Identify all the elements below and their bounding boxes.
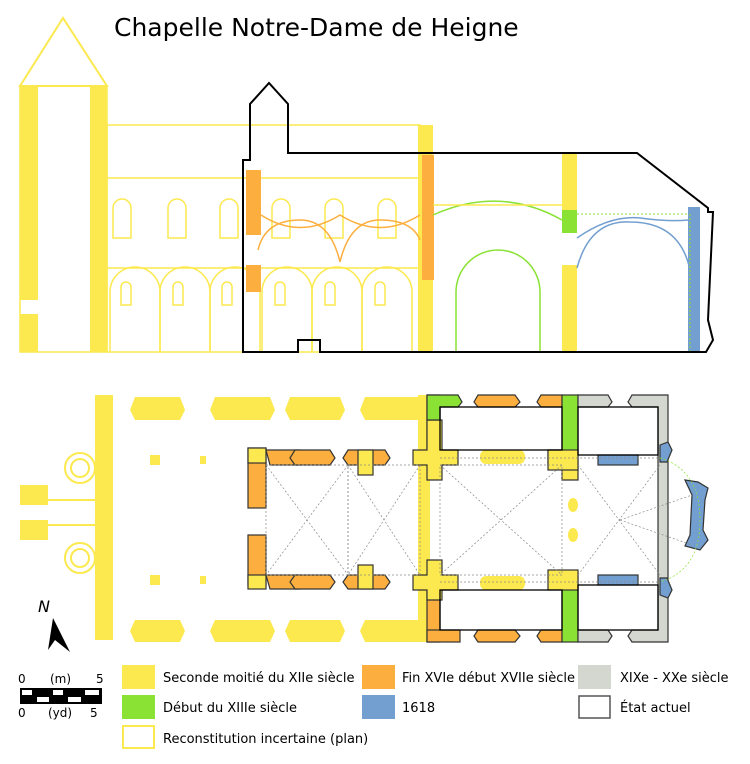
legend-label: Seconde moitié du XIIe siècle [163,671,355,686]
legend-swatch-yellow [122,665,155,689]
legend-label: Fin XVIe début XVIIe siècle [402,671,575,686]
legend-label: État actuel [620,700,691,716]
north-arrow: N [38,597,70,652]
choir-pier-yellow-lower [562,265,577,352]
tower-roof [18,16,109,87]
romanesque-nave-plan [20,395,430,642]
plan-walls [247,394,709,643]
transept-pier-orange [422,155,434,280]
scale-yd-0: 0 [18,706,26,720]
legend-label: Reconstitution incertaine (plan) [163,732,368,747]
legend-swatch-gray [578,665,611,689]
diagram-title: Chapelle Notre-Dame de Heigne [114,13,519,42]
crossing-yellow-ghosts [480,450,578,590]
legend-label: XIXe - XXe siècle [620,671,729,686]
west-apse-reconstruction [40,452,96,574]
scale-yd-5: 5 [90,706,98,720]
elevation-view [18,16,715,353]
nave-pier-orange [246,170,261,235]
tower-wall-right [90,86,107,352]
apse-pier-blue [688,207,700,352]
north-arrow-icon [48,618,70,652]
current-state-plan-outline [439,406,659,631]
vault-green [432,200,563,221]
legend: Seconde moitié du XIIe siècle Début du X… [122,665,729,749]
scale-bar: 0 (m) 5 0 (yd) 5 [18,672,104,720]
choir-pier-yellow [562,153,577,210]
nave-pier-orange-lower [246,265,261,292]
vault-orange [260,214,421,229]
romanesque-nave-reconstruction [106,124,421,353]
legend-swatch-orange [362,665,395,689]
scale-m-unit: (m) [50,672,71,686]
scale-yd-unit: (yd) [48,706,72,720]
choir-pier-green [562,210,577,233]
legend-label: Début du XIIIe siècle [163,701,297,716]
legend-swatch-current [578,695,611,719]
legend-swatch-green [122,695,155,719]
legend-label: 1618 [402,701,435,716]
scale-m-0: 0 [18,672,26,686]
tower-wall-base [20,314,38,352]
tower-wall-left [20,86,38,300]
vault-blue-2 [576,216,689,239]
current-state-outline [242,81,715,353]
legend-swatch-blue [362,695,395,719]
plan-view [20,394,709,643]
legend-swatch-uncertain [122,725,155,749]
vault-blue [576,221,691,271]
north-label: N [38,597,50,616]
rib-vaults [265,457,701,583]
scale-m-5: 5 [96,672,104,686]
vault-arches-orange [257,219,421,263]
arch-green [455,249,541,353]
